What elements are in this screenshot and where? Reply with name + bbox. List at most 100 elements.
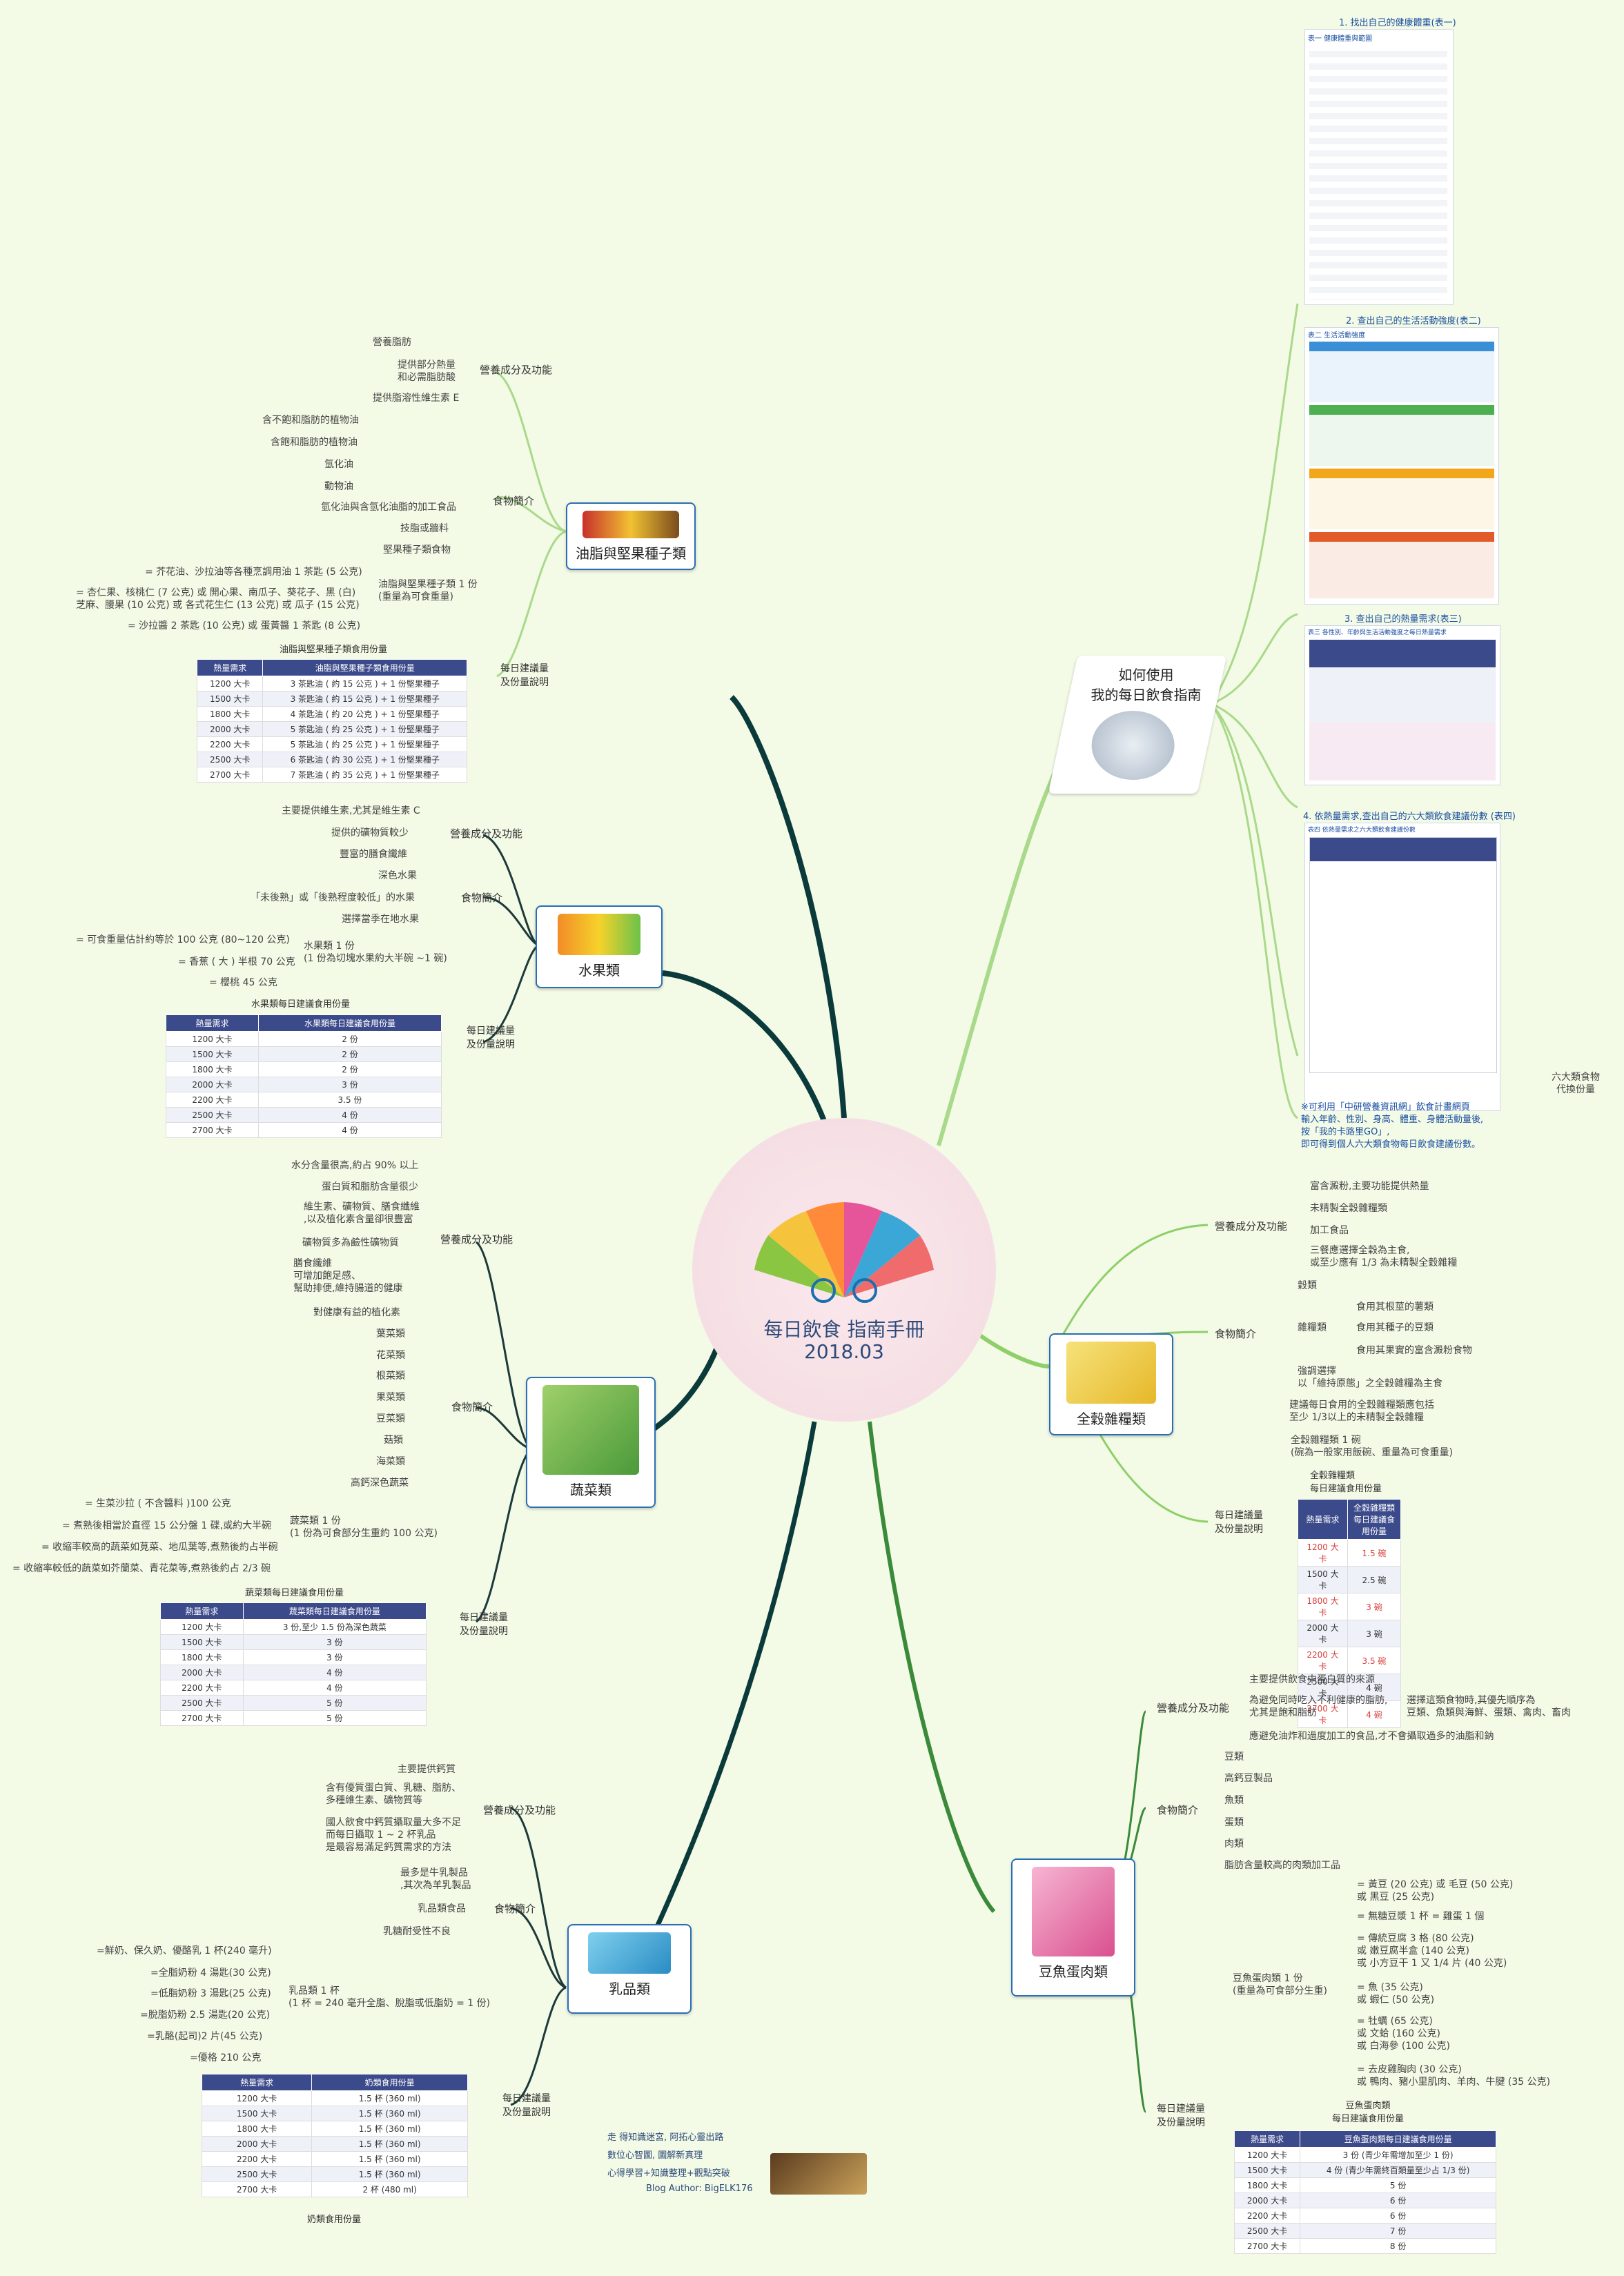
protein-serving-item: = 魚 (35 公克) 或 蝦仁 (50 公克) <box>1357 1982 1435 2005</box>
central-topic[interactable]: 每日飲食 指南手冊 2018.03 <box>692 1118 996 1422</box>
guide-step2: 2. 查出自己的生活活動強度(表二) <box>1346 316 1481 326</box>
grain-table-caption: 全穀雜糧類 每日建議食用份量 <box>1310 1471 1382 1494</box>
table-cell-serving: 5 茶匙油 ( 約 25 公克 ) + 1 份堅果種子 <box>262 721 467 737</box>
fruit-intro-label[interactable]: 食物簡介 <box>461 892 503 904</box>
grain-intro-item: 食用其果實的富含澱粉食物 <box>1356 1345 1472 1356</box>
table-cell-serving: 3 份 <box>258 1077 442 1092</box>
central-title: 每日飲食 指南手冊 <box>763 1318 925 1341</box>
table-cell-serving: 1.5 杯 (360 ml) <box>311 2090 468 2106</box>
table-cell-serving: 1.5 杯 (360 ml) <box>311 2166 468 2182</box>
protein-intro-label[interactable]: 食物簡介 <box>1157 1804 1199 1816</box>
category-protein[interactable]: 豆魚蛋肉類 <box>1011 1858 1135 1997</box>
table-cell-calories: 1800 大卡 <box>1233 2177 1301 2193</box>
protein-serving-item: = 無糖豆漿 1 杯 = 雞蛋 1 個 <box>1357 1911 1485 1922</box>
table-cell-serving: 3 份,至少 1.5 份為深色蔬菜 <box>242 1619 427 1635</box>
fruit-advice-label[interactable]: 每日建議量 及份量說明 <box>467 1026 515 1050</box>
category-vegetable[interactable]: 蔬菜類 <box>526 1377 656 1508</box>
fruit-intro-item: 「未後熟」或「後熟程度較低」的水果 <box>251 892 415 903</box>
table-cell-calories: 1200 大卡 <box>1298 1539 1348 1567</box>
table-cell-calories: 2700 大卡 <box>196 767 264 783</box>
table-cell-serving: 1.5 杯 (360 ml) <box>311 2106 468 2121</box>
veg-nutrition-label[interactable]: 營養成分及功能 <box>440 1233 513 1246</box>
guide-step3-table-title: 表三 各性別、年齡與生活活動強度之每日熱量需求 <box>1308 629 1447 636</box>
food-fan-illustration <box>741 1194 948 1304</box>
category-guide[interactable]: 如何使用 我的每日飲食指南 <box>1048 656 1227 794</box>
table-cell-calories: 2200 大卡 <box>160 1680 244 1696</box>
table-cell-serving: 3 茶匙油 ( 約 15 公克 ) + 1 份堅果種子 <box>262 676 467 691</box>
oil-serving-item: = 芥花油、沙拉油等各種烹調用油 1 茶匙 (5 公克) <box>145 567 362 578</box>
veg-advice-label[interactable]: 每日建議量 及份量說明 <box>460 1612 508 1637</box>
fruit-nutrition-item: 主要提供維生素,尤其是維生素 C <box>282 805 420 816</box>
fruit-nutrition-label[interactable]: 營養成分及功能 <box>450 827 523 840</box>
veg-intro-item: 根菜類 <box>376 1371 405 1382</box>
category-fruit[interactable]: 水果類 <box>536 905 663 988</box>
table-cell-calories: 1200 大卡 <box>160 1619 244 1635</box>
grain-nutrition-item: 三餐應選擇全穀為主食, 或至少應有 1/3 為未精製全穀雜糧 <box>1310 1245 1458 1268</box>
central-date: 2018.03 <box>804 1340 884 1363</box>
grain-nutrition-label[interactable]: 營養成分及功能 <box>1215 1220 1288 1233</box>
table-cell-calories: 2500 大卡 <box>160 1695 244 1711</box>
category-milk[interactable]: 乳品類 <box>567 1924 692 2014</box>
table-cell-calories: 2700 大卡 <box>1298 1700 1348 1728</box>
table-cell-calories: 2200 大卡 <box>1298 1647 1348 1674</box>
category-oil-nuts[interactable]: 油脂與堅果種子類 <box>566 502 696 570</box>
grain-intro-label[interactable]: 食物簡介 <box>1215 1328 1257 1340</box>
milk-intro-item: 乳品類食品 <box>418 1903 466 1914</box>
oil-intro-item: 動物油 <box>324 481 353 492</box>
veg-nutrition-item: 膳食纖維 可增加飽足感、 幫助排便,維持腸道的健康 <box>293 1258 403 1294</box>
table-cell-serving: 1.5 杯 (360 ml) <box>311 2136 468 2152</box>
veg-intro-label[interactable]: 食物簡介 <box>451 1401 493 1413</box>
footer-logo <box>770 2153 867 2195</box>
table-cell-serving: 2 份 <box>258 1046 442 1062</box>
oil-advice-label[interactable]: 每日建議量 及份量說明 <box>500 663 549 688</box>
veg-intro-item: 海菜類 <box>376 1456 405 1467</box>
fruit-nutrition-item: 豐富的膳食纖維 <box>340 849 407 860</box>
protein-nutrition-label[interactable]: 營養成分及功能 <box>1157 1702 1230 1714</box>
milk-advice-label[interactable]: 每日建議量 及份量說明 <box>502 2093 551 2118</box>
oil-intro-label[interactable]: 食物簡介 <box>493 495 535 507</box>
table-cell-calories: 2200 大卡 <box>196 736 264 752</box>
protein-advice-label[interactable]: 每日建議量 及份量說明 <box>1157 2103 1205 2128</box>
protein-nutrition-item: 選擇這類食物時,其優先順序為 豆類、魚類與海鮮、蛋類、禽肉、畜肉 <box>1407 1695 1571 1718</box>
oil-intro-item: 堅果種子類食物 <box>383 545 451 556</box>
guide-tip: ※可利用「中研營養資訊網」飲食計畫網頁 輸入年齡、性別、身高、體重、身體活動量後… <box>1301 1102 1484 1150</box>
protein-intro-item: 豆類 <box>1224 1752 1244 1763</box>
table-cell-calories: 1800 大卡 <box>201 2121 313 2137</box>
milk-nutrition-label[interactable]: 營養成分及功能 <box>483 1804 556 1816</box>
table-cell-serving: 3 茶匙油 ( 約 15 公克 ) + 1 份堅果種子 <box>262 691 467 707</box>
table-cell-serving: 4 份 (青少年需終百類量至少占 1/3 份) <box>1300 2162 1496 2178</box>
step4-table-body <box>1309 837 1497 1073</box>
guide-title: 如何使用 我的每日飲食指南 <box>1090 667 1202 703</box>
grain-intro-item: 強調選擇 以「維持原態」之全穀雜糧為主食 <box>1298 1366 1442 1389</box>
table-cell-serving: 1.5 杯 (360 ml) <box>311 2121 468 2137</box>
table-cell-serving: 6 份 <box>1300 2192 1496 2208</box>
table-cell-serving: 3.5 份 <box>258 1092 442 1108</box>
milk-serving-item: =脫脂奶粉 2.5 湯匙(20 公克) <box>140 2010 271 2021</box>
oil-nutrition-label[interactable]: 營養成分及功能 <box>480 364 553 376</box>
table-cell-calories: 2000 大卡 <box>1298 1620 1348 1647</box>
milk-serving-item: =乳酪(起司)2 片(45 公克) <box>147 2031 263 2042</box>
milk-serving: 乳品類 1 杯 (1 杯 = 240 毫升全脂、脫脂或低脂奶 = 1 份) <box>288 1985 491 2009</box>
veg-serving-item: = 收縮率較高的蔬菜如莧菜、地瓜葉等,煮熟後約占半碗 <box>41 1542 278 1553</box>
fruit-table-caption: 水果類每日建議食用份量 <box>251 999 351 1010</box>
category-grain[interactable]: 全穀雜糧類 <box>1049 1333 1173 1435</box>
category-fruit-title: 水果類 <box>578 962 620 979</box>
grain-advice-label[interactable]: 每日建議量 及份量說明 <box>1215 1510 1263 1535</box>
guide-step1: 1. 找出自己的健康體重(表一) <box>1339 18 1456 28</box>
milk-intro-label[interactable]: 食物簡介 <box>494 1903 536 1915</box>
oil-nutrition-item: 提供脂溶性維生素 E <box>373 393 460 404</box>
step2-band-low <box>1309 342 1494 402</box>
table-cell-calories: 1200 大卡 <box>166 1031 259 1047</box>
